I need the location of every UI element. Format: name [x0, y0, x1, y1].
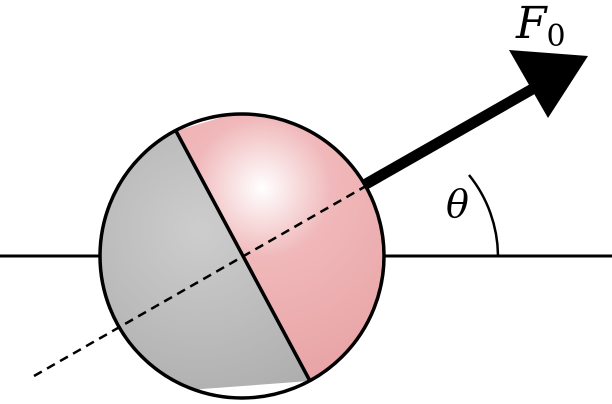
- force-symbol: F: [515, 0, 548, 49]
- sphere-gray-half: [100, 114, 310, 398]
- dashed-axis-line: [33, 184, 367, 378]
- force-label: F0: [515, 0, 566, 54]
- force-arrow-shaft: [363, 82, 539, 189]
- angle-label: θ: [446, 182, 469, 226]
- sphere-outline: [98, 112, 386, 400]
- angle-arc: [468, 174, 500, 257]
- force-subscript: 0: [547, 19, 566, 54]
- sphere-red-half: [176, 114, 384, 398]
- force-arrowhead: [509, 50, 588, 118]
